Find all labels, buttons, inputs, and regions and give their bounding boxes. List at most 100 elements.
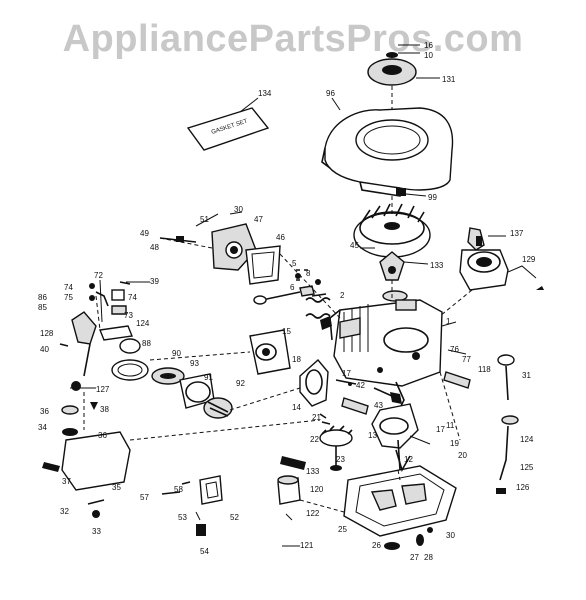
assembly-lines	[83, 86, 473, 513]
callout-124: 124	[520, 435, 534, 444]
callout-40: 40	[40, 345, 49, 354]
muffler-assembly-parts	[59, 311, 291, 419]
flywheel-nut-part	[367, 44, 440, 86]
callout-32: 32	[60, 507, 69, 516]
callout-46: 46	[276, 233, 285, 242]
callout-48: 48	[150, 243, 159, 252]
callout-133: 133	[306, 467, 320, 476]
callout-13: 13	[368, 431, 377, 440]
callout-27: 27	[410, 553, 419, 562]
callout-99: 99	[428, 193, 437, 202]
callout-128: 128	[40, 329, 54, 338]
callout-42: 42	[356, 381, 365, 390]
callout-22: 22	[310, 435, 319, 444]
gasket-set-part: GASKET SET	[186, 97, 270, 151]
callout-122: 122	[306, 509, 320, 518]
carburetor-part	[159, 211, 281, 285]
callout-75: 75	[64, 293, 73, 302]
callout-25: 25	[338, 525, 347, 534]
camshaft-gear-part	[319, 413, 353, 471]
callout-129: 129	[522, 255, 536, 264]
callout-39: 39	[150, 277, 159, 286]
callout-11: 11	[446, 421, 455, 430]
callout-124: 124	[136, 319, 150, 328]
callout-15: 15	[282, 327, 291, 336]
callout-35: 35	[112, 483, 121, 492]
callout-6: 6	[290, 283, 295, 292]
callout-37: 37	[62, 477, 71, 486]
callout-36: 36	[98, 431, 107, 440]
callout-74: 74	[64, 283, 73, 292]
callout-30: 30	[234, 205, 243, 214]
callout-54: 54	[200, 547, 209, 556]
callout-31: 31	[522, 371, 531, 380]
callout-38: 38	[100, 405, 109, 414]
dipstick-tube-part	[443, 349, 519, 494]
callout-76: 76	[450, 345, 459, 354]
callout-47: 47	[254, 215, 263, 224]
callout-14: 14	[292, 403, 301, 412]
blower-housing-part	[321, 97, 454, 197]
callout-19: 19	[450, 439, 459, 448]
callout-45: 45	[350, 241, 359, 250]
callout-1: 1	[446, 317, 451, 326]
callout-73: 73	[124, 311, 133, 320]
fuel-tank-part	[42, 402, 131, 518]
callout-8: 8	[306, 269, 311, 278]
callout-118: 118	[478, 365, 491, 374]
callout-134: 134	[258, 89, 272, 98]
crankcase-cover-part	[343, 449, 457, 550]
governor-linkage-parts	[89, 279, 150, 323]
callout-120: 120	[310, 485, 324, 494]
callout-127: 127	[96, 385, 110, 394]
valve-spring-parts	[253, 269, 331, 319]
callout-88: 88	[142, 339, 151, 348]
callout-126: 126	[516, 483, 530, 492]
callout-36: 36	[40, 407, 49, 416]
flywheel-part	[353, 203, 431, 302]
callout-72: 72	[94, 271, 103, 280]
callout-58: 58	[174, 485, 183, 494]
callout-18: 18	[292, 355, 301, 364]
callout-85: 85	[38, 303, 47, 312]
watermark-text: AppliancePartsPros.com	[62, 18, 524, 60]
callout-20: 20	[458, 451, 467, 460]
callout-17: 17	[436, 425, 445, 434]
air-filter-and-misc-parts	[161, 456, 306, 547]
callout-137: 137	[510, 229, 524, 238]
callout-53: 53	[178, 513, 187, 522]
callout-23: 23	[336, 455, 345, 464]
callout-28: 28	[424, 553, 433, 562]
crankshaft-part	[371, 381, 431, 471]
callout-77: 77	[462, 355, 471, 364]
callout-43: 43	[374, 401, 383, 410]
callout-34: 34	[38, 423, 47, 432]
callout-90: 90	[172, 349, 181, 358]
callout-51: 51	[200, 215, 209, 224]
callout-96: 96	[326, 89, 335, 98]
callout-74: 74	[128, 293, 137, 302]
callout-91: 91	[204, 373, 213, 382]
callout-125: 125	[520, 463, 534, 472]
engine-block-part	[320, 299, 457, 387]
callout-33: 33	[92, 527, 101, 536]
callout-52: 52	[230, 513, 239, 522]
governor-rod-parts	[299, 358, 393, 415]
callout-2: 2	[340, 291, 345, 300]
callout-57: 57	[140, 493, 149, 502]
callout-121: 121	[300, 541, 314, 550]
callout-26: 26	[372, 541, 381, 550]
callout-5: 5	[292, 259, 297, 268]
callout-92: 92	[236, 379, 245, 388]
callout-12: 12	[404, 455, 413, 464]
callout-16: 16	[424, 41, 433, 50]
callout-133: 133	[430, 261, 444, 270]
callout-131: 131	[442, 75, 456, 84]
callout-86: 86	[38, 293, 47, 302]
callout-30: 30	[446, 531, 455, 540]
callout-21: 21	[312, 413, 321, 422]
callout-93: 93	[190, 359, 199, 368]
